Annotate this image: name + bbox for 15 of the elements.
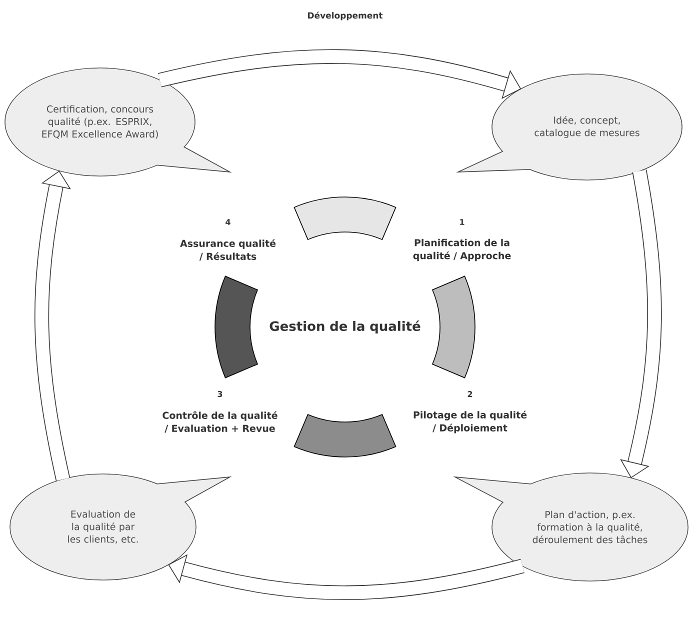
edge-label: Développement [308, 12, 383, 20]
phase-label: Contrôle de la qualité / Evaluation + Revue [162, 411, 278, 433]
speech-bubble: Certification, concours qualité (p.ex. ESPRIX, EFQM Excellence Award) [4, 68, 232, 176]
block-arrow [158, 49, 522, 99]
phase-number: 2 [468, 391, 472, 397]
phase-label: Pilotage de la qualité / Déploiement [414, 410, 527, 434]
speech-bubble: Plan d'action, p.ex. formation à la qualité, déroulement des tâches [453, 472, 688, 582]
center-title: Gestion de la qualité [270, 320, 420, 334]
phase-number: 3 [218, 390, 222, 398]
phase-label: Assurance qualité / Résultats [180, 239, 276, 261]
speech-bubble: Idée, concept, catalogue de mesures [456, 74, 682, 180]
phase-number: 4 [226, 219, 230, 225]
phase-number: 1 [460, 219, 464, 225]
phase-label: Planification de la qualité / Approche [413, 238, 511, 262]
speech-bubble: Evaluation de la qualité par les clients, etc. [10, 474, 232, 580]
